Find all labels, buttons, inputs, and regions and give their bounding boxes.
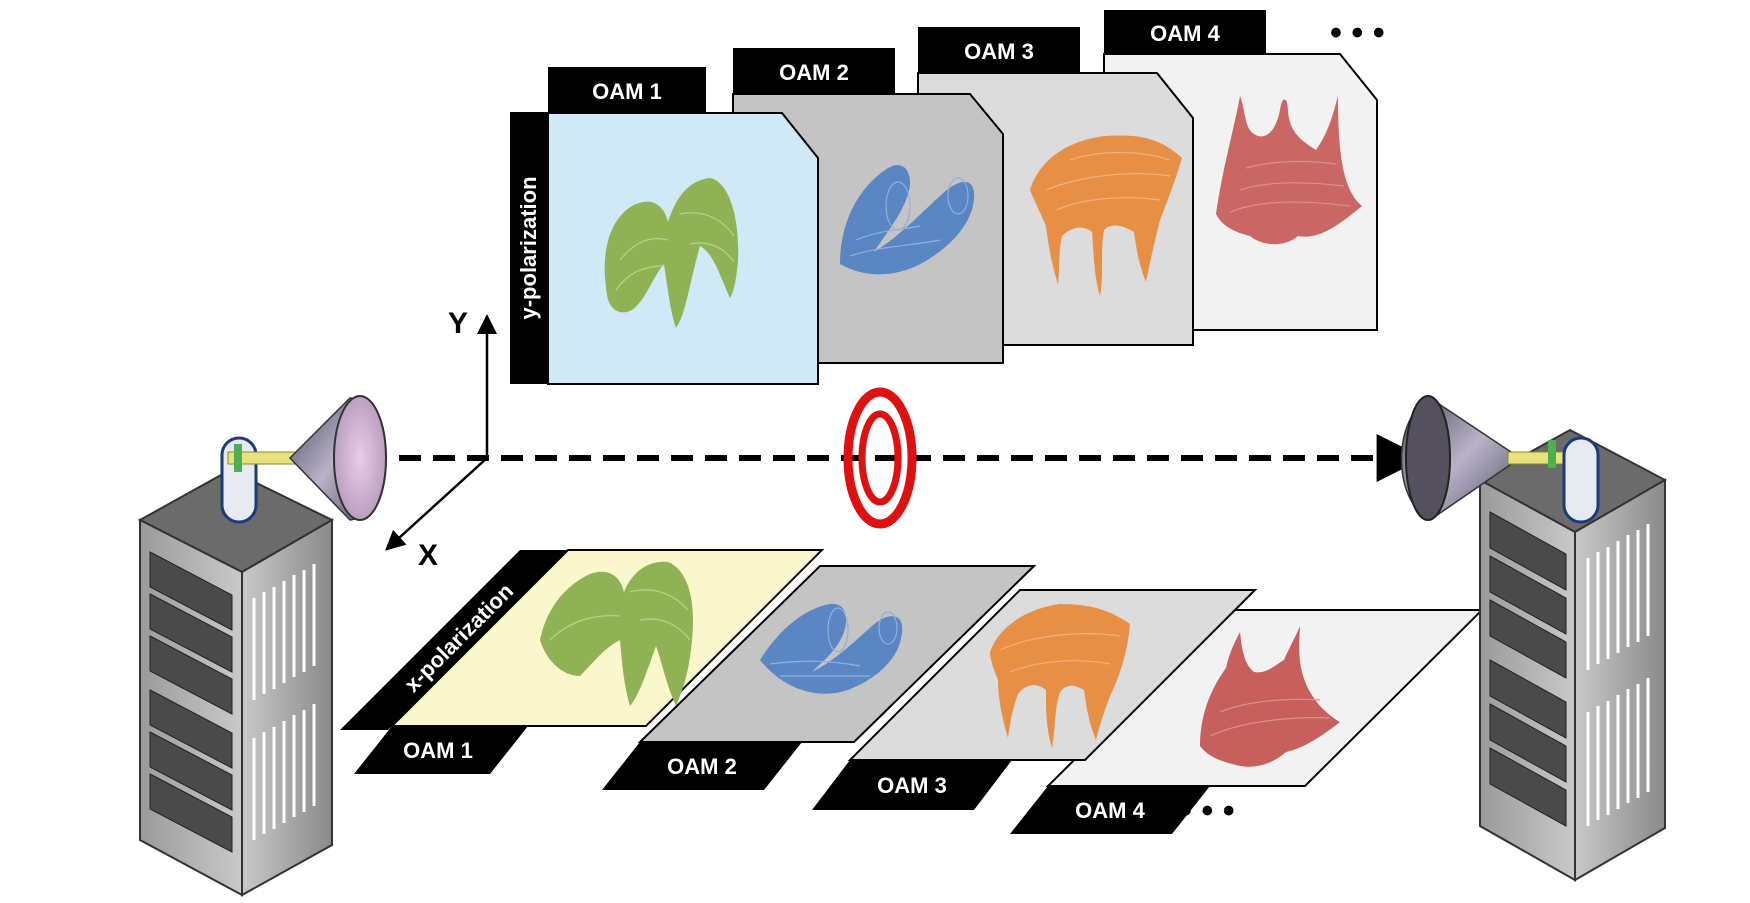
x-panel-oam3: OAM 3: [812, 589, 1258, 810]
x-tab-oam2-label: OAM 2: [667, 754, 737, 779]
x-tab-oam3: [812, 760, 1012, 810]
receiver-server: [1400, 395, 1668, 882]
horn-antenna-icon: [1400, 395, 1600, 524]
x-more-modes: • • •: [1180, 792, 1235, 830]
y-polarization-label: y-polarization: [516, 176, 541, 319]
quad-lobe-mesh: [1229, 160, 1351, 213]
y-tab-oam1: [548, 67, 706, 113]
quad-lobe-icon: [1200, 626, 1340, 767]
x-axis: [385, 457, 488, 551]
x-tab-oam4: [1010, 786, 1210, 834]
y-tab-oam3-label: OAM 3: [964, 39, 1034, 64]
x-tab-oam4-label: OAM 4: [1075, 798, 1145, 823]
spiral-icon: [840, 165, 975, 275]
double-lobe-icon: [604, 178, 739, 328]
y-side-bar: [510, 112, 548, 384]
y-panel-oam1: y-polarization OAM 1: [510, 67, 819, 385]
triple-arch-icon: [1030, 135, 1182, 296]
quad-lobe-mesh: [1209, 698, 1331, 737]
x-tab-oam2: [602, 742, 802, 790]
horn-antenna-icon: [220, 395, 387, 524]
x-side-bar: [340, 550, 568, 730]
rack-slots: [1489, 511, 1567, 827]
y-tab-oam1-label: OAM 1: [592, 79, 662, 104]
y-tab-oam2: [733, 48, 895, 94]
y-more-modes: • • •: [1330, 14, 1385, 52]
x-axis-label: X: [418, 539, 438, 572]
spiral-icon: [760, 603, 903, 694]
x-panel-oam2: OAM 2: [602, 565, 1037, 790]
y-tab-oam3: [918, 27, 1080, 73]
oam-vortex-rings: [843, 387, 917, 529]
rack-slots: [149, 551, 233, 853]
x-tab-oam3-label: OAM 3: [877, 773, 947, 798]
x-panel-oam2-body: [637, 565, 1037, 743]
x-polarization-stack: OAM 4 OAM 3 OAM 2 x-polarization: [340, 549, 1485, 834]
rack-vents: [252, 564, 316, 840]
y-tab-oam4-label: OAM 4: [1150, 21, 1220, 46]
server-rack-icon: [137, 468, 335, 897]
triple-arch-icon: [990, 604, 1130, 748]
y-tab-oam4: [1104, 10, 1266, 54]
server-rack-icon: [1477, 428, 1668, 882]
triple-arch-mesh: [999, 633, 1121, 673]
y-axis-label: Y: [448, 307, 468, 340]
double-lobe-icon: [540, 561, 693, 706]
quad-lobe-icon: [1216, 96, 1362, 245]
rack-vents: [1586, 524, 1650, 826]
coordinate-axes: Y X: [385, 307, 497, 572]
x-tab-oam1-label: OAM 1: [403, 738, 473, 763]
y-tab-oam2-label: OAM 2: [779, 60, 849, 85]
y-polarization-stack: OAM 4 OAM 3 OAM 2: [510, 10, 1385, 385]
triple-arch-mesh: [1045, 151, 1171, 211]
x-tab-oam1: [354, 726, 528, 774]
x-panel-oam4: OAM 4: [1010, 609, 1485, 834]
transmitter-server: [137, 395, 387, 897]
x-panel-oam1: x-polarization OAM 1: [340, 549, 825, 774]
beam-path: [365, 387, 1425, 529]
